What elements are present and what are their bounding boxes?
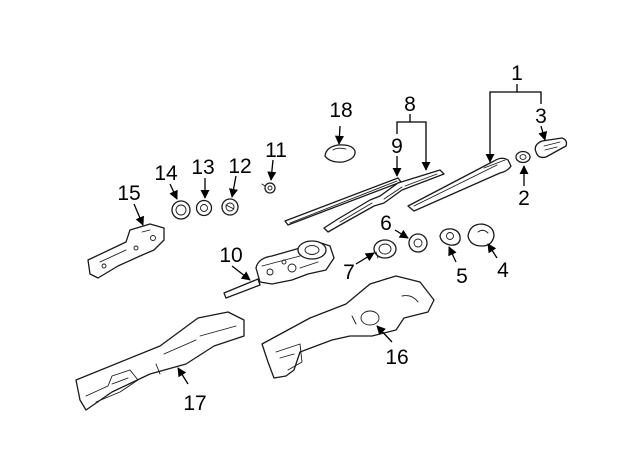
callout-6: 6 <box>380 212 392 235</box>
part-4-cap <box>467 223 495 247</box>
part-12-nut <box>221 198 239 216</box>
callout-3: 3 <box>535 105 547 128</box>
leader-lines <box>133 84 548 385</box>
part-2-nut <box>515 150 531 164</box>
part-7-grommet <box>373 239 397 259</box>
part-1-wiper-arm <box>407 157 512 212</box>
part-10-wiper-motor <box>223 240 335 299</box>
callout-5: 5 <box>456 265 468 288</box>
part-5-nut <box>439 228 461 246</box>
callout-14: 14 <box>154 162 178 185</box>
callout-10: 10 <box>219 244 242 267</box>
part-17-lower-panel <box>75 311 245 411</box>
callout-16: 16 <box>385 346 408 369</box>
callout-9: 9 <box>391 135 403 158</box>
callout-15: 15 <box>117 182 140 205</box>
callout-11: 11 <box>265 139 287 162</box>
part-6-washer <box>408 233 428 253</box>
callout-8: 8 <box>404 93 416 116</box>
callout-2: 2 <box>518 187 530 210</box>
part-3-arm-cap <box>534 137 568 159</box>
callout-17: 17 <box>183 392 206 415</box>
callout-7: 7 <box>343 261 355 284</box>
part-15-bracket <box>87 223 165 279</box>
callout-1: 1 <box>511 62 523 85</box>
callout-labels: 1 2 3 4 5 6 7 8 9 10 11 12 13 14 15 16 1… <box>117 62 547 415</box>
part-18-grommet <box>324 144 356 163</box>
part-14-seal <box>171 200 191 220</box>
callout-12: 12 <box>228 155 251 178</box>
part-16-trim-panel <box>261 275 435 379</box>
part-8-wiper-blade <box>323 169 445 233</box>
part-13-washer <box>195 199 213 217</box>
callout-4: 4 <box>497 259 509 282</box>
callout-13: 13 <box>191 156 214 179</box>
callout-18: 18 <box>329 99 352 122</box>
part-11-screw <box>261 182 276 194</box>
